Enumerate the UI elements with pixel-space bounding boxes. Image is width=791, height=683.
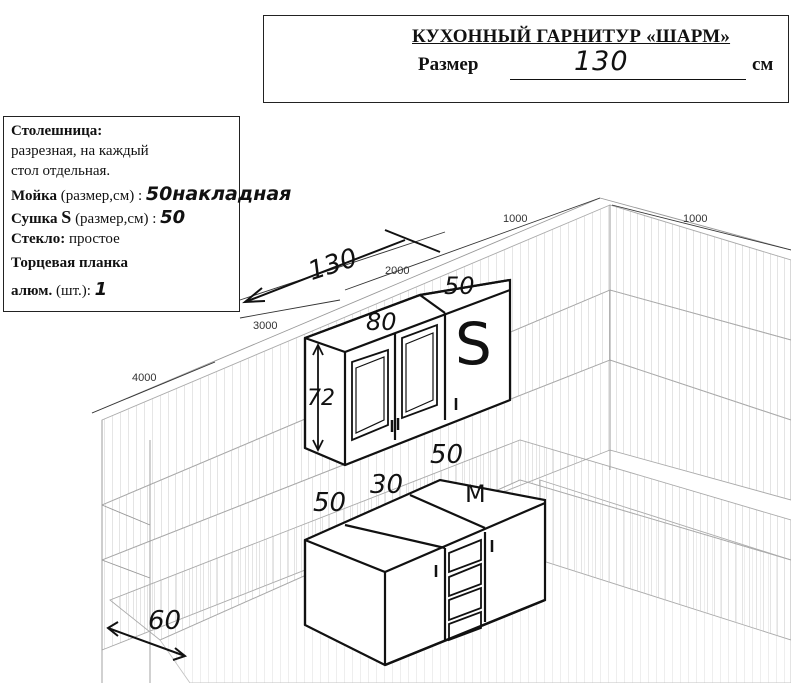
dimension-2000: 2000 xyxy=(385,265,410,277)
dryer-value: 50 xyxy=(160,207,186,228)
handwritten-depth: 60 xyxy=(148,606,182,636)
sink-hint: (размер,см) : xyxy=(60,188,143,204)
dimension-4000: 4000 xyxy=(132,372,157,384)
handwritten-lower-width-2: 30 xyxy=(370,470,404,500)
handwritten-upper-right-letter: S xyxy=(455,310,492,378)
countertop-row: Столешница: xyxy=(11,123,102,140)
endbar-value: 1 xyxy=(94,279,108,300)
endbar-label-2: алюм. xyxy=(11,283,53,299)
handwritten-lower-width-1: 50 xyxy=(313,488,347,518)
dryer-symbol: S xyxy=(61,207,72,227)
dryer-hint: (размер,см) : xyxy=(75,211,157,227)
countertop-label: Столешница: xyxy=(11,123,103,139)
title-box: КУХОННЫЙ ГАРНИТУР «ШАРМ» Размер 130 см xyxy=(263,15,789,103)
sink-value: 50накладная xyxy=(145,183,292,205)
endbar-row-1: Торцевая планка xyxy=(11,255,128,272)
dryer-label: Сушка xyxy=(11,211,58,227)
countertop-text-2: стол отдельная. xyxy=(11,163,111,179)
endbar-hint: (шт.): xyxy=(56,283,91,299)
dimension-1000-left: 1000 xyxy=(503,213,528,225)
height-arrow xyxy=(312,342,324,453)
glass-label: Стекло: xyxy=(11,231,66,247)
length-arrow xyxy=(242,229,441,304)
handwritten-upper-height: 72 xyxy=(307,386,335,411)
spec-box: Столешница: разрезная, на каждый стол от… xyxy=(3,116,291,312)
size-label: Размер xyxy=(418,54,479,75)
lower-cabinet xyxy=(303,478,547,667)
dimension-lines xyxy=(91,197,791,414)
glass-value: простое xyxy=(68,231,120,247)
handwritten-upper-width-right: 50 xyxy=(444,272,475,300)
size-row: Размер 130 см xyxy=(414,46,784,82)
depth-arrow xyxy=(106,621,188,661)
size-underline xyxy=(510,79,746,80)
endbar-row-2: алюм. (шт.): 1 xyxy=(11,279,107,300)
page-title: КУХОННЫЙ ГАРНИТУР «ШАРМ» xyxy=(412,26,731,47)
endbar-label-1: Торцевая планка xyxy=(11,255,129,271)
handwritten-lower-width-3: 50 xyxy=(430,440,464,470)
dimension-3000: 3000 xyxy=(253,320,278,332)
size-unit: см xyxy=(752,54,774,75)
dimension-1000-right: 1000 xyxy=(683,213,708,225)
glass-row: Стекло: простое xyxy=(11,231,120,248)
sink-label: Мойка xyxy=(11,188,58,204)
countertop-text-1: разрезная, на каждый xyxy=(11,143,149,159)
upper-cabinet xyxy=(303,278,512,467)
handwritten-lower-right-letter: М xyxy=(465,480,486,508)
size-value: 130 xyxy=(574,46,629,77)
dryer-row: Сушка S (размер,см) : 50 xyxy=(11,207,185,228)
handwritten-upper-width-left: 80 xyxy=(366,308,397,336)
sink-row: Мойка (размер,см) : 50накладная xyxy=(11,183,291,205)
